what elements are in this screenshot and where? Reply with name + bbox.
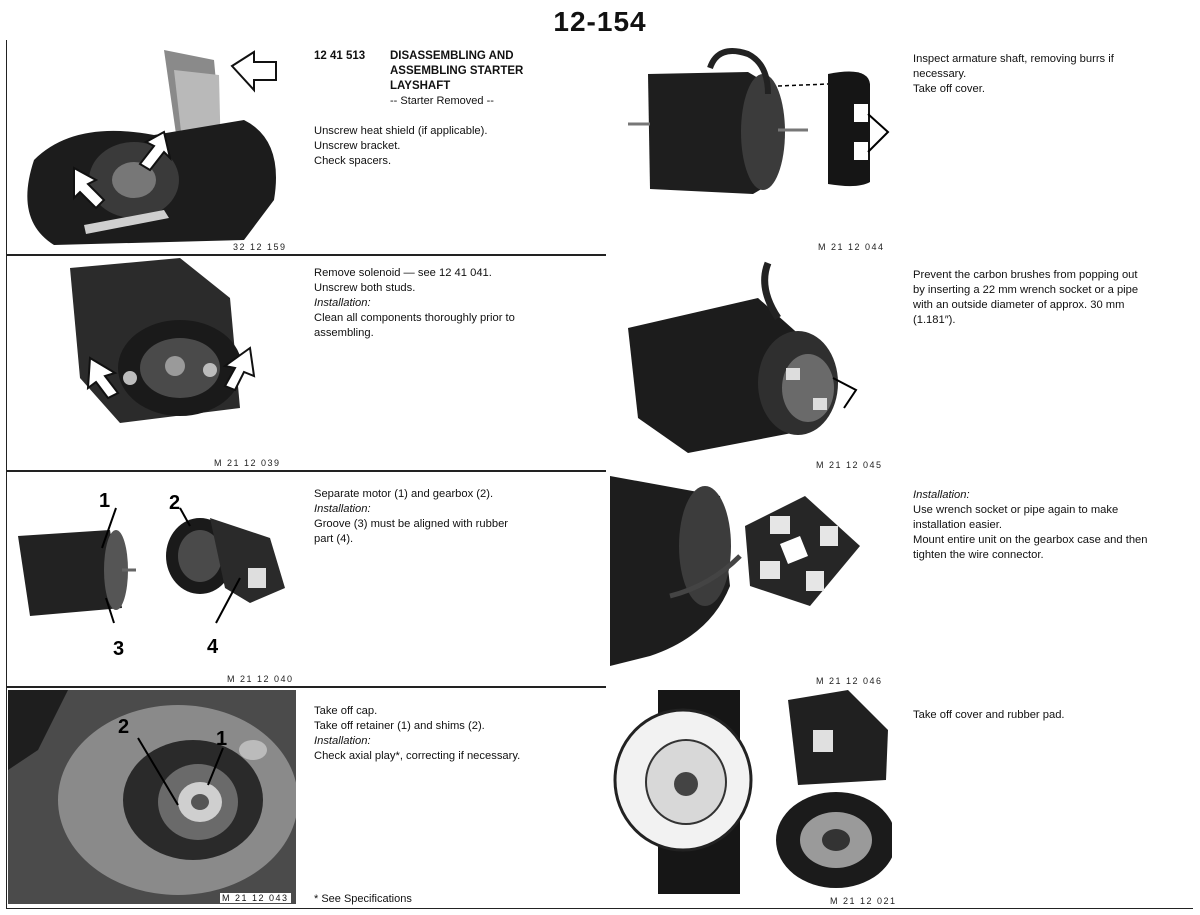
instruction-block: Take off cap. Take off retainer (1) and … [314, 704, 604, 764]
figure-code: M 21 12 043 [220, 893, 291, 903]
divider-left-2 [6, 470, 606, 472]
instruction-line: installation easier. [913, 519, 1002, 531]
instruction-line: (1.181″). [913, 314, 956, 326]
instruction-line: Prevent the carbon brushes from popping … [913, 269, 1138, 281]
page-title: 12-154 [553, 6, 647, 37]
title-line: LAYSHAFT [390, 80, 451, 92]
figure-code: M 21 12 021 [830, 896, 897, 906]
callout-label: 4 [207, 636, 219, 658]
installation-label: Installation: [314, 503, 371, 515]
installation-label: Installation: [913, 489, 970, 501]
figure-code: M 21 12 044 [818, 242, 885, 252]
instruction-line: Take off retainer (1) and shims (2). [314, 720, 485, 732]
figure-code: M 21 12 039 [214, 458, 281, 468]
instruction-line: assembling. [314, 327, 374, 339]
instruction-line: tighten the wire connector. [913, 549, 1044, 561]
figure-code: M 21 12 040 [227, 674, 294, 684]
instruction-line: Unscrew heat shield (if applicable). [314, 125, 488, 137]
footnote: * See Specifications [314, 893, 412, 905]
callout-label: 3 [113, 638, 125, 660]
photo-cover-rubber-pad [608, 690, 892, 894]
installation-label: Installation: [314, 297, 371, 309]
figure-code: M 21 12 045 [816, 460, 883, 470]
instruction-line: with an outside diameter of approx. 30 m… [913, 299, 1125, 311]
section-heading: 12 41 513 DISASSEMBLING AND ASSEMBLING STA… [314, 49, 604, 109]
section-heading-block: 12 41 513 DISASSEMBLING AND ASSEMBLING STA… [314, 49, 604, 169]
instruction-block: Inspect armature shaft, removing burrs i… [913, 52, 1193, 97]
instruction-line: Check axial play*, correcting if necessa… [314, 750, 521, 762]
callout-label: 2 [169, 492, 181, 514]
instruction-line: by inserting a 22 mm wrench socket or a … [913, 284, 1139, 296]
photo-retainer-shims [8, 690, 296, 904]
section-subtitle: -- Starter Removed -- [390, 95, 494, 107]
instruction-line: Mount entire unit on the gearbox case an… [913, 534, 1148, 546]
callout-label: 2 [118, 716, 130, 738]
instruction-block: Installation: Use wrench socket or pipe … [913, 488, 1198, 563]
photo-solenoid-studs [60, 258, 280, 458]
photo-carbon-brushes [608, 258, 878, 458]
photo-starter-heat-shield [14, 40, 296, 250]
instruction-line: Separate motor (1) and gearbox (2). [314, 488, 494, 500]
instruction-block: Take off cover and rubber pad. [913, 708, 1198, 723]
title-line: DISASSEMBLING AND [390, 50, 514, 62]
instruction-line: Inspect armature shaft, removing burrs i… [913, 53, 1114, 65]
instruction-line: Use wrench socket or pipe again to make [913, 504, 1119, 516]
instruction-line: Clean all components thoroughly prior to [314, 312, 515, 324]
figure-code: 32 12 159 [233, 242, 287, 252]
instruction-block: Separate motor (1) and gearbox (2). Inst… [314, 487, 604, 547]
section-title: DISASSEMBLING AND ASSEMBLING STARTER LAYSH… [390, 49, 570, 109]
instruction-line: Take off cover. [913, 83, 985, 95]
divider-left-1 [6, 254, 606, 256]
instruction-line: Groove (3) must be aligned with rubber [314, 518, 509, 530]
instruction-block: Prevent the carbon brushes from popping … [913, 268, 1198, 328]
instruction-line: Take off cover and rubber pad. [913, 709, 1065, 721]
callout-label: 1 [99, 490, 111, 512]
photo-armature-cover [618, 44, 900, 240]
section-code: 12 41 513 [314, 50, 366, 62]
instruction-block: Remove solenoid — see 12 41 041. Unscrew… [314, 266, 604, 341]
photo-motor-gearbox [10, 478, 295, 668]
photo-brush-holder-installation [610, 476, 892, 672]
divider-left-3 [6, 686, 606, 688]
instruction-line: necessary. [913, 68, 967, 80]
title-line: ASSEMBLING STARTER [390, 65, 524, 77]
instruction-line: Check spacers. [314, 155, 392, 167]
instruction-line: part (4). [314, 533, 354, 545]
installation-label: Installation: [314, 735, 371, 747]
instruction-line: Unscrew bracket. [314, 140, 401, 152]
page-frame [6, 40, 1193, 909]
figure-code: M 21 12 046 [816, 676, 883, 686]
instruction-line: Remove solenoid — see 12 41 041. [314, 267, 492, 279]
callout-label: 1 [216, 728, 228, 750]
instruction-line: Unscrew both studs. [314, 282, 416, 294]
instruction-line: Take off cap. [314, 705, 378, 717]
